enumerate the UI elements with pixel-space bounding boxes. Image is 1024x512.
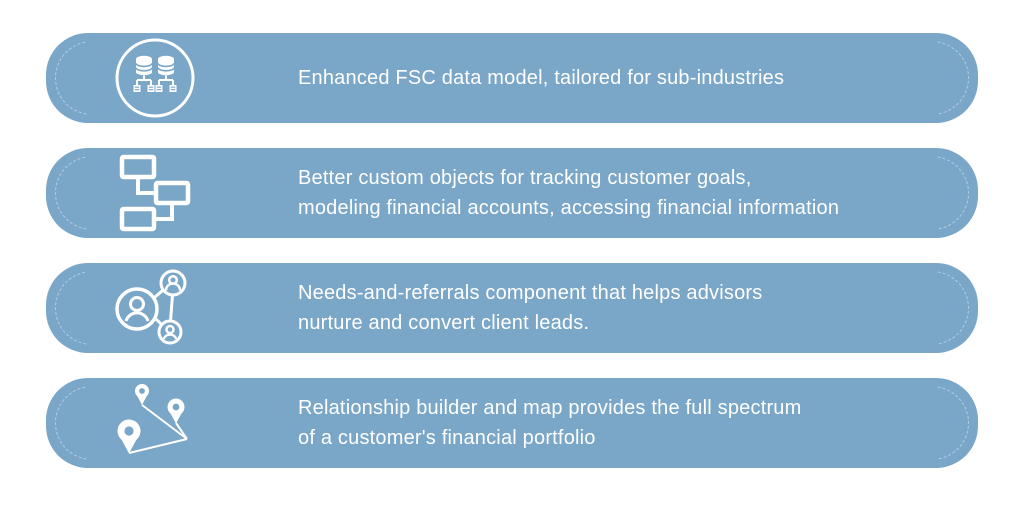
feature-banner-custom-objects: Better custom objects for tracking custo…: [46, 148, 978, 238]
feature-text-line1: Relationship builder and map provides th…: [298, 397, 802, 419]
database-data-model-icon: [110, 33, 200, 123]
feature-list: Enhanced FSC data model, tailored for su…: [46, 33, 978, 468]
feature-text-line1: Better custom objects for tracking custo…: [298, 167, 752, 189]
custom-objects-flowchart-icon: [110, 148, 200, 238]
feature-text-line2: nurture and convert client leads.: [298, 312, 590, 334]
feature-banner-data-model: Enhanced FSC data model, tailored for su…: [46, 33, 978, 123]
feature-text-line2: modeling financial accounts, accessing f…: [298, 197, 840, 219]
feature-text-line2: of a customer's financial portfolio: [298, 427, 596, 449]
feature-text: Needs-and-referrals component that helps…: [298, 278, 762, 338]
feature-banner-needs-referrals: Needs-and-referrals component that helps…: [46, 263, 978, 353]
feature-text: Enhanced FSC data model, tailored for su…: [298, 63, 784, 93]
feature-text: Relationship builder and map provides th…: [298, 393, 802, 453]
feature-text: Better custom objects for tracking custo…: [298, 163, 839, 223]
feature-text-line1: Enhanced FSC data model, tailored for su…: [298, 67, 785, 89]
feature-banner-relationship-map: Relationship builder and map provides th…: [46, 378, 978, 468]
map-pins-route-icon: [110, 378, 200, 468]
feature-text-line1: Needs-and-referrals component that helps…: [298, 282, 763, 304]
referral-network-icon: [110, 263, 200, 353]
